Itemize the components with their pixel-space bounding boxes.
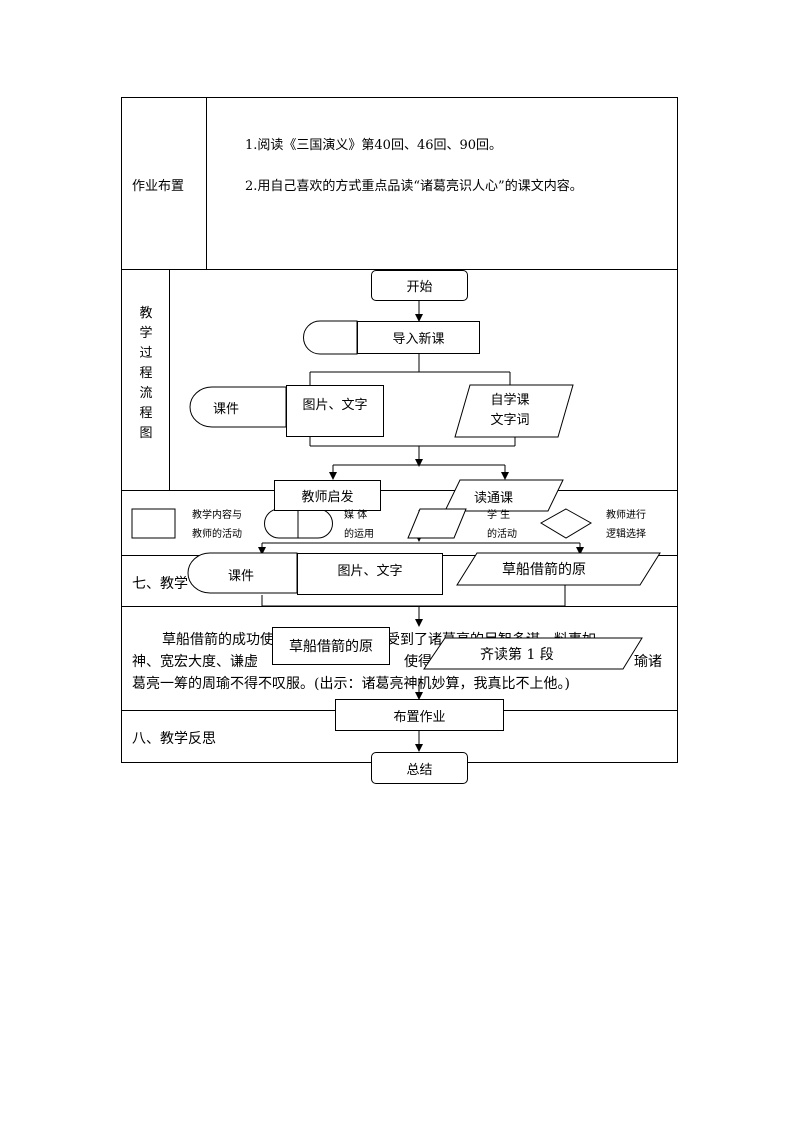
label-char: 教 [139,306,153,321]
legend-rect-line-1: 教学内容与 [192,510,242,521]
read-through-label: 读通课 [474,491,514,506]
board-line-2-right: 瑜诸 [634,654,662,670]
table-border-top [121,97,678,98]
label-char: 过 [139,346,153,361]
legend-rect-line-2: 教师的活动 [192,529,242,540]
legend-rect-text: 教学内容与 教师的活动 [192,506,242,544]
legend-media-line-2: 的运用 [344,529,374,540]
flow-section-label: 教 学 过 程 流 程 图 [138,304,154,444]
origin-2-label: 草船借箭的原 [502,562,586,578]
pic-text-2-label: 图片、文字 [337,564,403,579]
label-char: 流 [139,386,153,401]
origin-1-label: 草船借箭的原 [289,639,373,655]
section-7-label: 七、教学 [132,576,188,592]
legend-diamond-line-1: 教师进行 [606,510,646,521]
summary-label: 总结 [406,762,433,778]
legend-diamond-line-2: 逻辑选择 [606,529,646,540]
intro-node: 导入新课 [357,321,480,354]
table-border-left [121,97,122,763]
board-line-2-left: 神、宽宏大度、谦虚 [132,654,258,670]
label-char: 图 [139,426,153,441]
legend-diamond-text: 教师进行 逻辑选择 [606,506,646,544]
homework-item-1: 1.阅读《三国演义》第40回、46回、90回。 [245,138,503,153]
board-line-3: 葛亮一筹的周瑜不得不叹服。(出示：诸葛亮神机妙算，我真比不上他。) [132,676,570,692]
section-8-label: 八、教学反思 [132,731,216,747]
homework-item-2: 2.用自己喜欢的方式重点品读“诸葛亮识人心”的课文内容。 [245,179,583,194]
pic-text-1-label: 图片、文字 [302,398,368,413]
label-char: 程 [139,406,153,421]
intro-label: 导入新课 [392,332,445,347]
summary-node: 总结 [371,752,468,784]
legend-media-text: 媒 体 的运用 [344,506,374,544]
legend-media-line-1: 媒 体 [344,510,368,521]
self-study-line-1: 自学课 [490,393,530,408]
homework-divider [206,97,207,270]
origin-1-node: 草船借箭的原 [272,627,390,665]
courseware-2-label: 课件 [228,569,255,584]
self-study-line-2: 文字词 [490,413,530,428]
label-char: 程 [139,366,153,381]
pic-text-1-node: 图片、文字 [286,385,384,437]
homework-label: 作业布置 [132,179,185,194]
row-divider-2 [121,490,678,491]
assign-homework-label: 布置作业 [393,709,446,725]
start-node: 开始 [371,270,468,301]
legend-student-text: 学 生 的活动 [487,506,517,544]
row-divider-1 [121,269,678,270]
flow-label-divider [169,269,170,490]
start-label: 开始 [406,280,433,295]
label-char: 学 [139,326,153,341]
read-para-1-label: 齐读第 1 段 [480,647,554,663]
courseware-1-label: 课件 [213,402,240,417]
pic-text-2-node: 图片、文字 [297,553,443,595]
legend-student-line-1: 学 生 [487,510,511,521]
teacher-inspire-node: 教师启发 [274,480,381,511]
table-border-right [677,97,678,763]
assign-homework-node: 布置作业 [335,699,504,731]
board-line-2-mid: 使得 [404,654,432,670]
legend-student-line-2: 的活动 [487,529,517,540]
teacher-inspire-label: 教师启发 [301,490,354,505]
self-study-label: 自学课 文字词 [470,391,550,431]
